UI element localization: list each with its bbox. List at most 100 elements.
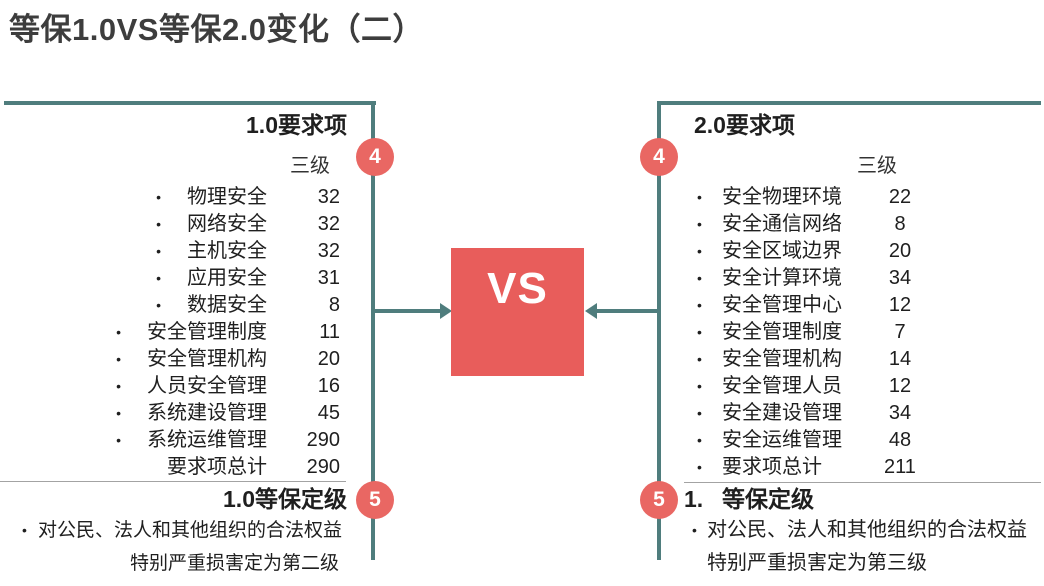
grading-line-1: • 对公民、法人和其他组织的合法权益: [684, 514, 1044, 547]
item-value: 12: [888, 375, 912, 397]
left-bracket-vertical-line: [371, 101, 375, 560]
list-item: • 网络安全 32: [0, 211, 340, 238]
badge-number: 4: [653, 145, 665, 168]
item-value: 16: [317, 375, 340, 397]
badge-number: 4: [369, 145, 381, 168]
item-label: 人员安全管理: [147, 375, 267, 397]
right-bracket-top-line: [657, 101, 1041, 105]
bullet-icon: •: [697, 297, 702, 313]
bullet-icon: •: [697, 378, 702, 394]
item-value: 32: [317, 213, 340, 235]
bullet-icon: •: [697, 243, 702, 259]
item-value: 20: [888, 240, 912, 262]
bullet-icon: •: [697, 351, 702, 367]
item-label: 安全管理机构: [147, 348, 267, 370]
item-value: 32: [317, 240, 340, 262]
item-label: 安全管理人员: [722, 375, 842, 397]
bullet-icon: •: [156, 216, 161, 232]
bullet-icon: •: [697, 270, 702, 286]
item-label: 安全管理制度: [147, 321, 267, 343]
list-item: • 安全计算环境 34: [684, 265, 944, 292]
left-level-label: 三级: [290, 155, 330, 177]
item-label: 系统建设管理: [147, 402, 267, 424]
vs-label: VS: [487, 264, 548, 313]
right-divider-line: [684, 482, 1041, 483]
item-value: 290: [306, 456, 340, 478]
bullet-icon: •: [697, 405, 702, 421]
badge-number: 5: [369, 488, 381, 511]
item-label: 应用安全: [187, 267, 267, 289]
bullet-icon: •: [156, 189, 161, 205]
left-bracket-top-line: [4, 101, 376, 105]
bullet-icon: •: [697, 324, 702, 340]
list-item: • 安全管理机构 20: [0, 346, 340, 373]
item-label: 安全运维管理: [722, 429, 842, 451]
item-value: 11: [319, 321, 340, 343]
left-grading-paragraph: • 对公民、法人和其他组织的合法权益 特别严重损害定为第二级: [0, 514, 364, 580]
list-item: • 人员安全管理 16: [0, 373, 340, 400]
badge-right-requirements: 4: [640, 138, 678, 176]
bullet-icon: •: [116, 432, 121, 448]
grading-header-text: 等保定级: [722, 486, 814, 512]
item-value: 32: [317, 186, 340, 208]
item-label: 安全通信网络: [722, 213, 842, 235]
badge-number: 5: [653, 488, 665, 511]
item-value: 48: [888, 429, 912, 451]
list-item: • 安全区域边界 20: [684, 238, 944, 265]
list-item: • 安全运维管理 48: [684, 427, 944, 454]
item-label: 安全区域边界: [722, 240, 842, 262]
item-value: 8: [894, 213, 906, 235]
item-label: 网络安全: [187, 213, 267, 235]
grading-header-number: 1.: [684, 486, 704, 512]
item-value: 20: [317, 348, 340, 370]
bullet-icon: •: [156, 243, 161, 259]
item-value: 8: [328, 294, 340, 316]
bullet-icon: •: [697, 432, 702, 448]
badge-left-grading: 5: [356, 481, 394, 519]
item-value: 34: [888, 402, 912, 424]
grading-line-2: 特别严重损害定为第二级: [130, 553, 340, 574]
page-title: 等保1.0VS等保2.0变化（二）: [9, 12, 425, 47]
item-label: 安全管理制度: [722, 321, 842, 343]
item-value: 34: [888, 267, 912, 289]
list-item: • 数据安全 8: [0, 292, 340, 319]
item-value: 45: [317, 402, 340, 424]
right-grading-paragraph: • 对公民、法人和其他组织的合法权益 特别严重损害定为第三级: [684, 514, 1044, 580]
badge-right-grading: 5: [640, 481, 678, 519]
grading-text: 对公民、法人和其他组织的合法权益: [38, 520, 343, 541]
item-value: 211: [884, 456, 916, 478]
bullet-icon: •: [697, 459, 702, 475]
item-label: 物理安全: [187, 186, 267, 208]
bullet-icon: •: [156, 270, 161, 286]
bullet-icon: •: [156, 297, 161, 313]
item-label: 系统运维管理: [147, 429, 267, 451]
left-arrowhead-icon: [440, 303, 452, 319]
right-column-header: 2.0要求项: [694, 112, 795, 138]
list-item: • 物理安全 32: [0, 184, 340, 211]
grading-line-2: 特别严重损害定为第三级: [707, 552, 927, 574]
left-divider-line: [0, 481, 346, 482]
list-item: • 安全管理人员 12: [684, 373, 944, 400]
bullet-icon: •: [116, 378, 121, 394]
item-label: 安全管理机构: [722, 348, 842, 370]
item-label: 要求项总计: [167, 456, 267, 478]
item-label: 数据安全: [187, 294, 267, 316]
item-label: 安全计算环境: [722, 267, 842, 289]
item-value: 22: [888, 186, 912, 208]
left-column-header: 1.0要求项: [246, 112, 347, 138]
bullet-icon: •: [697, 189, 702, 205]
right-arrowhead-icon: [585, 303, 597, 319]
list-item: 要求项总计 290: [0, 454, 340, 481]
right-bracket-vertical-line: [657, 101, 661, 560]
bullet-icon: •: [116, 351, 121, 367]
item-value: 14: [888, 348, 912, 370]
